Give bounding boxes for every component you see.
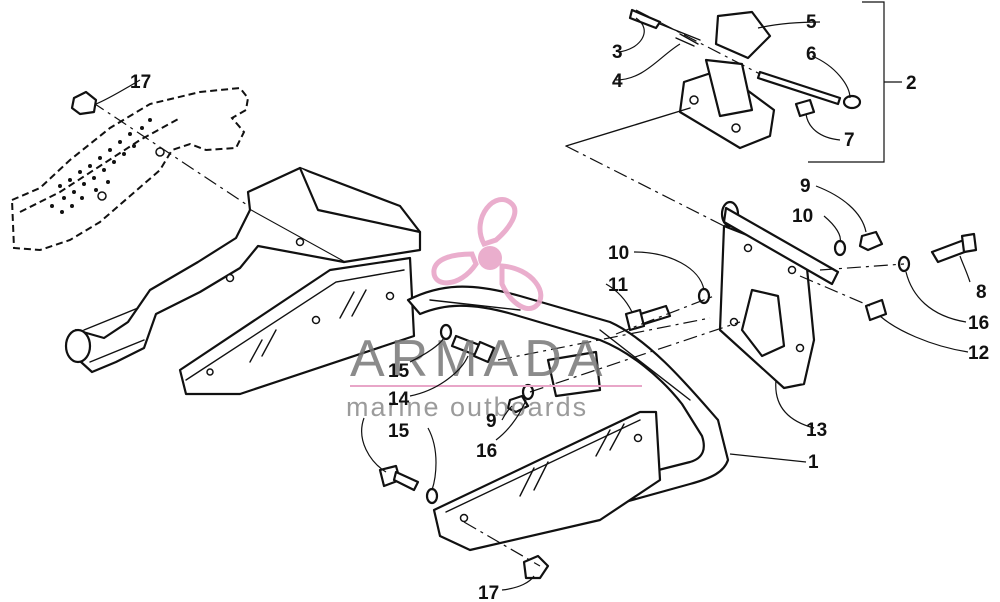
callout-6: 6 <box>806 44 817 65</box>
hardware-parts <box>70 9 978 580</box>
callout-5: 5 <box>806 12 817 33</box>
footrest-ghost-part <box>10 86 250 252</box>
callout-16-right: 16 <box>968 313 989 334</box>
hitch-plate-part <box>718 200 840 390</box>
callout-17-bottom: 17 <box>478 583 499 602</box>
hitch-pin-assembly-part <box>565 8 862 227</box>
callout-17-top: 17 <box>130 72 151 93</box>
watermark-tagline: marine outboards <box>346 392 588 422</box>
callout-8: 8 <box>976 282 987 303</box>
rear-bracket-part <box>64 166 422 374</box>
callout-1: 1 <box>808 452 819 473</box>
watermark-brand: ARMADA <box>350 330 608 388</box>
callout-10-left: 10 <box>608 243 629 264</box>
callout-labels: 3 4 5 6 7 2 9 10 10 11 8 16 12 13 1 15 1… <box>130 12 989 602</box>
left-side-plate-part <box>178 256 416 396</box>
callout-4: 4 <box>612 71 623 92</box>
leader-lines <box>95 1 971 591</box>
callout-3: 3 <box>612 42 623 63</box>
callout-11: 11 <box>608 275 629 296</box>
callout-15-upper: 15 <box>388 361 410 382</box>
callout-9-lower: 9 <box>486 411 497 432</box>
callout-15-lower: 15 <box>388 421 410 442</box>
callout-10-right: 10 <box>792 206 813 227</box>
callout-12: 12 <box>968 343 989 364</box>
callout-9-right: 9 <box>800 176 811 197</box>
callout-2: 2 <box>906 73 917 94</box>
callout-14: 14 <box>388 389 410 410</box>
callout-13: 13 <box>806 420 827 441</box>
callout-7: 7 <box>844 130 855 151</box>
watermark-logo <box>431 197 544 311</box>
callout-16-lower: 16 <box>476 441 497 462</box>
